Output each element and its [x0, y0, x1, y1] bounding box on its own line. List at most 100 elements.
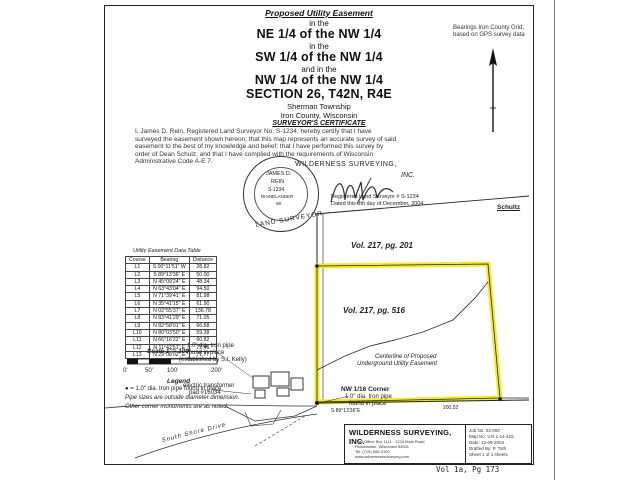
scale-tick-200: 200': [211, 368, 223, 374]
volume-page-reference: Vol 1a, Pg 173: [436, 465, 500, 474]
seal-inc: INC.: [401, 172, 415, 179]
title-block: WILDERNESS SURVEYING, INC. Post Office B…: [344, 424, 532, 464]
legend-title: Legend: [167, 378, 191, 385]
title-line-3: NE 1/4 of the NW 1/4: [256, 27, 382, 41]
legend-item-1-text: = 1.0" dia. Iron pipe found in place.: [130, 386, 223, 392]
certificate-line-1: I, James D. Rein, Registered Land Survey…: [135, 128, 372, 135]
company-address-1: Post Office Box 1111 - 1234 Main Road: [355, 439, 425, 444]
certificate-line-4: order of Dean Schulz; and that I have co…: [135, 150, 374, 158]
scale-tick-50: 50': [145, 368, 153, 374]
pipe-symbol-icon: ●: [125, 386, 129, 392]
title-line-9: Sherman Township: [287, 102, 351, 111]
seal-number: S-1234: [268, 187, 285, 193]
table-cell-distance: 59.38: [188, 328, 218, 338]
seal-city: RHINELANDER: [261, 194, 294, 199]
centerline-label-2: Underground Utility Easement: [357, 361, 438, 367]
title-line-1: Proposed Utility Easement: [265, 8, 373, 18]
signature-line-2: Dated this 9th day of December, 2004: [331, 201, 424, 207]
company-phone: Tel: (715) 555-0100: [355, 449, 390, 454]
scale-bar: [127, 358, 218, 365]
surveyor-seal: JAMES D. REIN S-1234 RHINELANDER WI: [243, 156, 319, 232]
scale-tick-100: 100': [167, 368, 179, 374]
table-cell-distance: 71.77: [188, 350, 218, 360]
bearings-note-line-2: based on GPS survey data: [453, 32, 525, 38]
corner-label-1: NW 1/16 Corner: [341, 386, 390, 393]
signature-line-1: Registered Land Surveyor # S-1234: [331, 194, 419, 200]
legend-item-1: ● = 1.0" dia. Iron pipe found in place.: [125, 386, 223, 392]
table-header-distance: Distance: [188, 255, 218, 265]
table-cell-distance: 71.05: [188, 314, 218, 323]
title-line-7: NW 1/4 of the NW 1/4: [254, 73, 384, 87]
company-web: www.wildernesssurveying.com: [355, 454, 410, 459]
table-cell-distance: 94.50: [188, 285, 218, 294]
title-line-6: and in the: [301, 65, 337, 74]
legend-item-2: Pipe sizes are outside diameter dimensio…: [125, 395, 240, 401]
centerline-label-1: Centerline of Proposed: [375, 354, 437, 360]
pipe-note-1: 1.0" dia. Iron pipe: [187, 343, 234, 349]
scale-label: Scale 1"= 100': [147, 348, 191, 355]
survey-map-sheet: Proposed Utility Easement in the NE 1/4 …: [104, 5, 534, 465]
table-header-row: Course Bearing Distance: [125, 255, 218, 265]
pipe-note-3: (established by S.I. Kelly): [179, 357, 247, 363]
certificate-line-5: Administrative Code A-E 7.: [135, 158, 213, 165]
parcel-map-drawing: [105, 195, 530, 459]
seal-name-2: REIN: [271, 179, 285, 185]
parcel-label-vol-516: Vol. 217, pg. 516: [343, 306, 405, 315]
table-cell-distance: 66.58: [188, 321, 218, 330]
owner-label-schultz: Schultz: [497, 204, 521, 211]
sheet-number: Sheet 1 of 1 sheets: [469, 452, 508, 457]
seal-name: JAMES D.: [266, 171, 292, 177]
scale-tick-0: 0': [123, 368, 128, 374]
bearings-note-line-1: Bearings Iron County Grid,: [453, 25, 525, 31]
corner-label-2: 1.0" dia. Iron pipe: [345, 394, 392, 400]
company-address-2: Rhinelander, Wisconsin 54501: [355, 444, 410, 449]
drafted-by: Drafted By: P. Toth: [469, 446, 507, 451]
date: Date: 12-09-2004: [469, 440, 505, 445]
surveyor-certificate-text: I, James D. Rein, Registered Land Survey…: [135, 128, 495, 166]
certificate-line-2: surveyed the easement shown hereon; that…: [135, 135, 397, 143]
signature-mark: [330, 177, 394, 205]
parcel-label-vol-201: Vol. 217, pg. 201: [351, 241, 413, 250]
transformer-label-1: electric transformer: [183, 383, 235, 389]
corner-label-3: found in place: [349, 401, 387, 407]
title-line-2: in the: [309, 19, 329, 28]
north-arrow-icon: [489, 48, 497, 132]
seal-company: WILDERNESS SURVEYING,: [295, 161, 397, 168]
page-edge-line: [554, 0, 555, 480]
bottom-distance: 200.52: [443, 405, 459, 411]
transformer-label-2: pad #16034: [189, 390, 221, 396]
table-cell-distance: 72.46: [188, 343, 218, 352]
title-block-left: WILDERNESS SURVEYING, INC. Post Office B…: [345, 425, 466, 463]
table-cell-distance: 81.98: [188, 292, 218, 301]
table-cell-distance: 28.82: [188, 263, 218, 272]
table-cell-distance: 50.00: [188, 270, 218, 279]
bearings-note: Bearings Iron County Grid, based on GPS …: [453, 25, 531, 39]
title-line-10: Iron County, Wisconsin: [280, 111, 358, 120]
table-cell-distance: 61.90: [188, 299, 218, 309]
certificate-title: SURVEYOR'S CERTIFICATE: [272, 120, 366, 127]
certificate-line-3: easement to the best of my knowledge and…: [135, 143, 384, 150]
map-number: Map No. V.R.1-14-415: [469, 434, 514, 439]
company-name: WILDERNESS SURVEYING, INC.: [349, 428, 452, 446]
seal-state: WI: [276, 201, 282, 206]
title-line-4: in the: [309, 42, 329, 51]
title-line-5: SW 1/4 of the NW 1/4: [255, 50, 383, 64]
title-line-8: SECTION 26, T42N, R4E: [246, 87, 392, 101]
table-cell-distance: 48.34: [188, 277, 218, 287]
table-cell-distance: 60.82: [188, 336, 218, 345]
table-cell-distance: 136.78: [188, 307, 218, 316]
